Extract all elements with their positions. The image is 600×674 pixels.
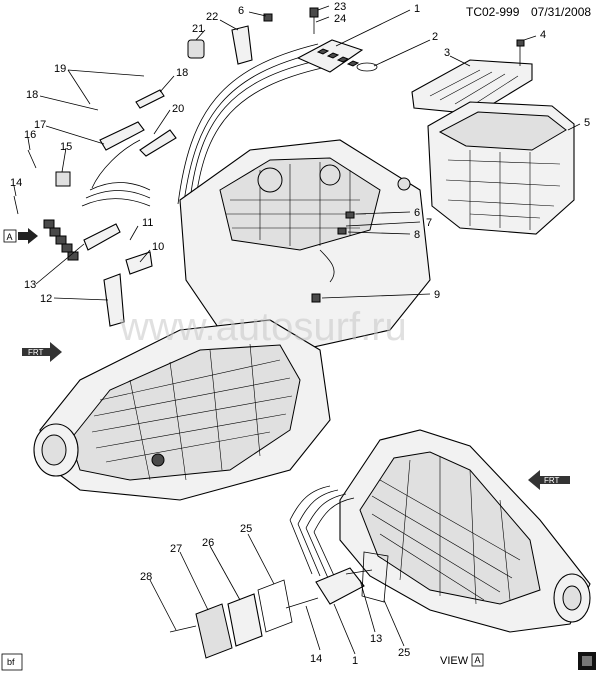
callout-9: 9 <box>434 289 440 301</box>
callout-10: 10 <box>152 241 164 253</box>
front-marker-right: FRT <box>528 470 570 490</box>
callout-23: 23 <box>334 1 346 13</box>
control-module-case <box>427 101 575 235</box>
callout-18: 18 <box>26 89 38 101</box>
svg-text:FRT: FRT <box>28 348 44 357</box>
svg-text:VIEW: VIEW <box>440 655 469 667</box>
plate-13-lower <box>345 569 373 575</box>
seal-25-lower <box>361 551 389 603</box>
svg-text:A: A <box>7 232 13 242</box>
callout-12: 12 <box>40 293 52 305</box>
diagram-date: 07/31/2008 <box>531 5 591 19</box>
vehicle-badge-icon <box>578 652 596 670</box>
control-module-cover <box>411 59 533 115</box>
callout-15: 15 <box>60 141 72 153</box>
wiring-harness-upper <box>81 43 323 207</box>
engine-assembly <box>179 139 431 351</box>
svg-text:A: A <box>475 655 481 665</box>
corner-tag: bf <box>1 653 23 671</box>
front-marker-left: FRT <box>22 342 62 362</box>
transmission-lower-view <box>339 429 591 633</box>
bolt-6-upper <box>263 13 273 22</box>
callout-3: 3 <box>444 47 450 59</box>
bolt-28 <box>169 625 197 633</box>
callout-16: 16 <box>24 129 36 141</box>
callout-8: 8 <box>414 229 420 241</box>
bolt-14-upper <box>13 195 19 215</box>
callout-1: 1 <box>352 655 358 667</box>
bolt-23 <box>309 7 319 18</box>
callout-2: 2 <box>432 31 438 43</box>
callout-26: 26 <box>202 537 214 549</box>
callout-4: 4 <box>540 29 546 41</box>
callout-24: 24 <box>334 13 346 25</box>
callout-25: 25 <box>240 523 252 535</box>
callout-25: 25 <box>398 647 410 659</box>
callout-14: 14 <box>10 177 22 189</box>
bracket-20 <box>139 129 177 157</box>
callout-6: 6 <box>414 207 420 219</box>
lower-harness <box>289 485 355 581</box>
bracket-10 <box>125 251 153 275</box>
sensor-8 <box>337 227 347 235</box>
front-arrow-icon <box>528 470 570 490</box>
callout-13: 13 <box>370 633 382 645</box>
front-arrow-icon <box>22 342 62 362</box>
sensor-6-lower <box>345 211 355 219</box>
leader-lines <box>13 5 581 655</box>
view-a-arrow[interactable]: A <box>3 228 38 244</box>
module-27 <box>195 603 233 659</box>
callout-7: 7 <box>426 217 432 229</box>
bolt-4 <box>516 39 525 66</box>
sensor-9 <box>311 293 321 303</box>
callout-27: 27 <box>170 543 182 555</box>
bracket-18 <box>135 89 165 109</box>
callout-13: 13 <box>24 279 36 291</box>
connector-block-1-lower <box>315 567 365 605</box>
connectors-left <box>43 219 79 261</box>
svg-text:bf: bf <box>7 657 15 667</box>
bracket-22 <box>231 25 253 65</box>
callout-19: 19 <box>54 63 66 75</box>
callout-5: 5 <box>584 117 590 129</box>
callout-6: 6 <box>238 5 244 17</box>
seal-25-left <box>257 579 293 633</box>
callout-21: 21 <box>192 23 204 35</box>
callout-18: 18 <box>176 67 188 79</box>
plate-26 <box>227 593 263 647</box>
callout-17: 17 <box>34 119 46 131</box>
transmission-main <box>33 319 331 501</box>
arrow-right-icon <box>18 228 38 244</box>
callout-1: 1 <box>414 3 420 15</box>
clip-15 <box>55 171 71 187</box>
bolt-16 <box>27 149 37 169</box>
callout-20: 20 <box>172 103 184 115</box>
callout-14: 14 <box>310 653 322 665</box>
plate-13-upper <box>83 223 121 251</box>
bracket-12 <box>103 273 125 327</box>
callout-11: 11 <box>142 217 153 229</box>
plug-top <box>397 177 411 191</box>
callout-22: 22 <box>206 11 218 23</box>
svg-text:FRT: FRT <box>544 476 560 485</box>
watermark: www.autosurf.ru <box>119 305 407 349</box>
diagram-code: TC02-999 <box>466 5 520 19</box>
seal-2 <box>356 62 378 72</box>
bracket-17 <box>99 121 145 151</box>
callout-28: 28 <box>140 571 152 583</box>
clip-21 <box>187 39 205 59</box>
connector-block-1 <box>296 39 364 73</box>
bolt-14-lower <box>285 597 319 609</box>
callout-labels: 1 2 3 4 5 6 6 7 8 9 10 11 12 13 14 15 16… <box>10 1 590 667</box>
view-a-label: VIEW A <box>440 653 484 667</box>
